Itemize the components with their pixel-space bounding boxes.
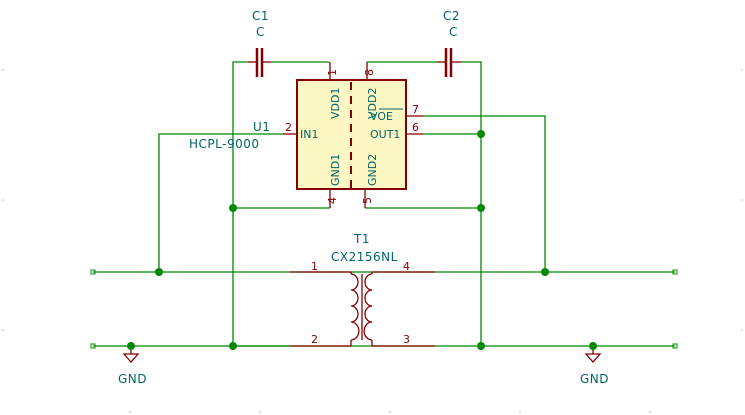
u1-pin-name-vdd1: VDD1 — [329, 88, 342, 119]
ic-u1[interactable]: 1 8 2 7 6 4 5 VDD1 VDD2 GND1 GND2 IN1 VO… — [189, 62, 423, 208]
u1-pin4-num: 4 — [326, 197, 339, 204]
u1-pin6-num: 6 — [412, 121, 419, 134]
t1-pin1-num: 1 — [311, 260, 318, 273]
t1-pin3-num: 3 — [403, 333, 410, 346]
u1-pin2-num: 2 — [285, 121, 292, 134]
t1-part: CX2156NL — [331, 250, 398, 264]
u1-pin-name-gnd1: GND1 — [329, 154, 342, 186]
wire-endpoints — [90, 269, 678, 349]
u1-pin-name-out1: OUT1 — [370, 128, 400, 141]
u1-pin8-num: 8 — [363, 69, 376, 76]
ground-left[interactable]: GND — [118, 346, 147, 386]
u1-pin7-num: 7 — [412, 103, 419, 116]
wire-in1 — [158, 133, 283, 272]
u1-part: HCPL-9000 — [189, 137, 259, 151]
c2-ref: C2 — [443, 9, 460, 23]
transformer-t1[interactable]: 1 2 4 3 T1 CX2156NL — [290, 232, 435, 347]
capacitor-c2[interactable]: C2 C — [437, 9, 461, 77]
u1-pin-name-vdd2: VDD2 — [366, 88, 379, 119]
t1-pin2-num: 2 — [311, 333, 318, 346]
c1-value: C — [256, 25, 265, 39]
c2-value: C — [449, 25, 458, 39]
c1-ref: C1 — [252, 9, 269, 23]
wire-voe — [423, 115, 546, 272]
t1-primary-coil — [350, 273, 360, 341]
wire-c2-right — [461, 61, 482, 346]
sheet-grid-marks — [2, 69, 743, 413]
t1-secondary-coil — [363, 273, 373, 341]
t1-pin4-num: 4 — [403, 260, 410, 273]
wire-c1-left — [232, 61, 248, 346]
ground-right[interactable]: GND — [580, 346, 609, 386]
u1-pin-name-gnd2: GND2 — [366, 154, 379, 186]
t1-ref: T1 — [353, 232, 370, 246]
u1-pin-name-voe: VOE — [370, 110, 393, 123]
u1-pin5-num: 5 — [361, 197, 374, 204]
u1-pin-name-in1: IN1 — [300, 128, 318, 141]
u1-ref: U1 — [253, 120, 270, 134]
ground-left-label: GND — [118, 372, 147, 386]
u1-pin1-num: 1 — [326, 69, 339, 76]
capacitor-c1[interactable]: C1 C — [248, 9, 271, 77]
junctions — [127, 130, 597, 350]
ground-right-label: GND — [580, 372, 609, 386]
